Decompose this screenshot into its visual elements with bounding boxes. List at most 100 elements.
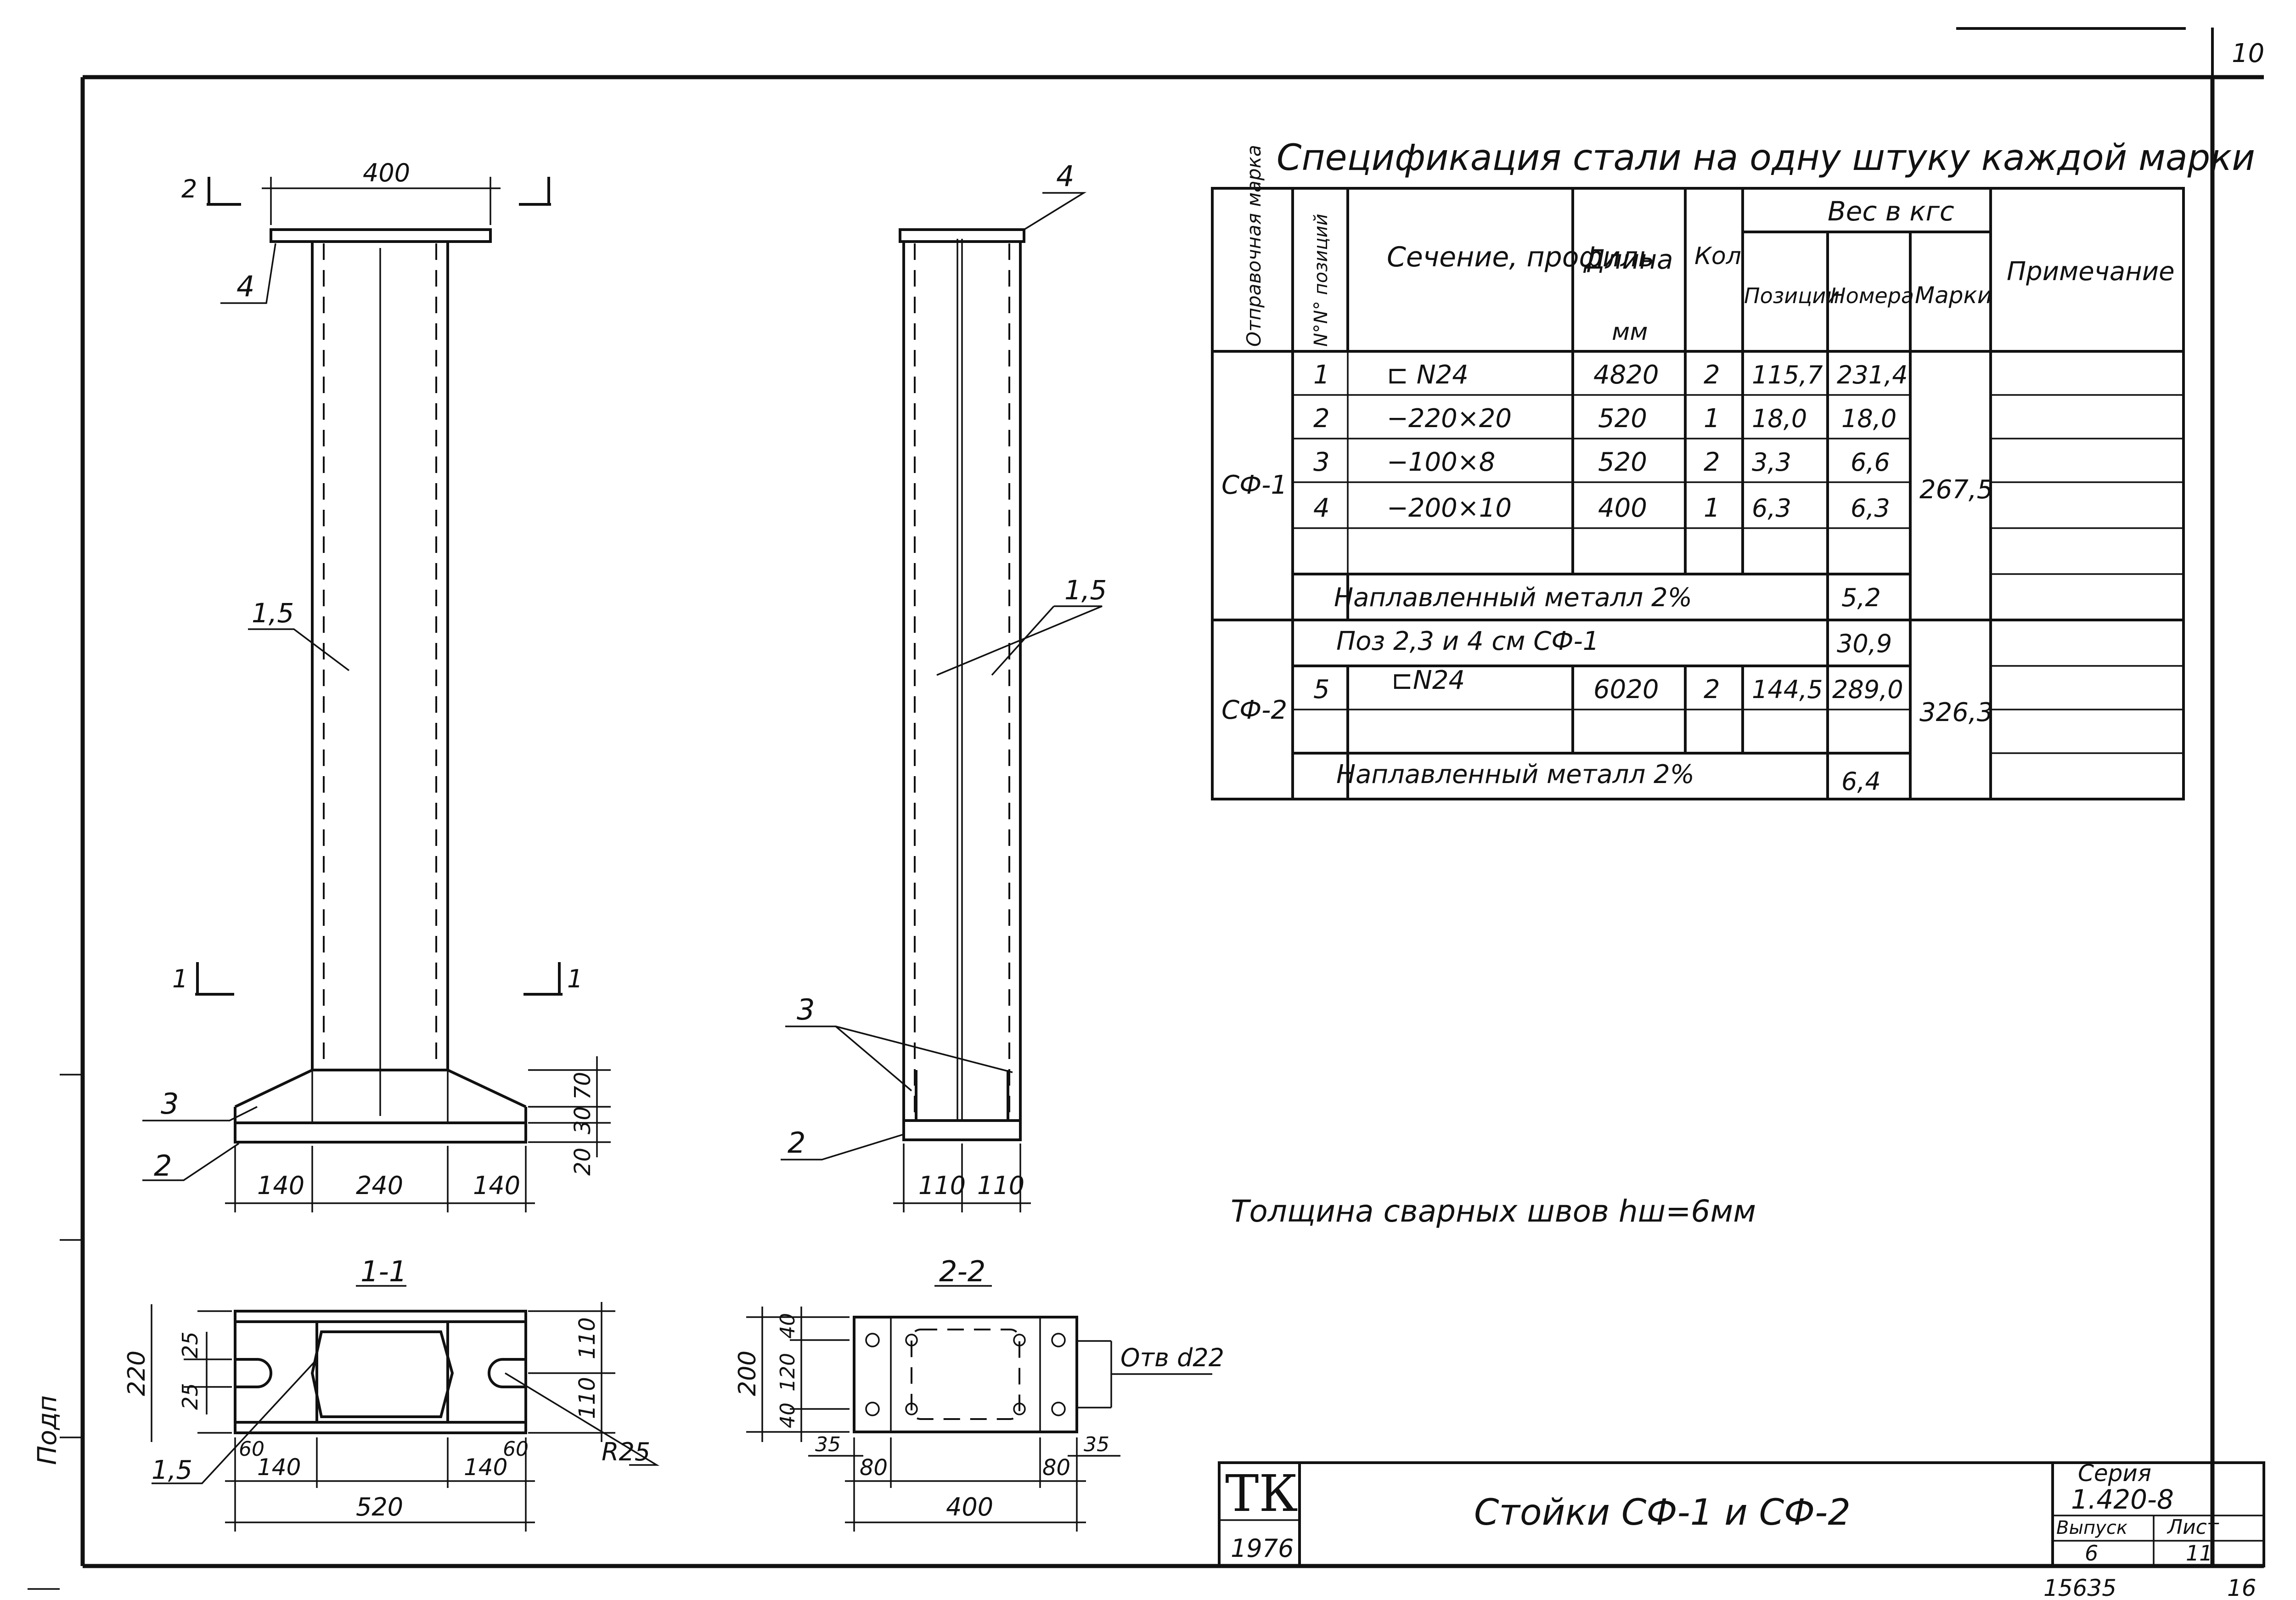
sec2-dim-80a: 80 — [860, 1455, 888, 1481]
sf1-row4-wnum: 6,3 — [1851, 494, 1890, 523]
sheet-frame — [28, 27, 2264, 1590]
header-w-pos: Позиции — [1744, 283, 1840, 308]
sf1-row4-section: −200×10 — [1387, 493, 1512, 523]
sf1-row1-qty: 2 — [1704, 360, 1720, 390]
sf1-row1-length: 4820 — [1593, 360, 1659, 390]
section-2-2-title: 2-2 — [939, 1255, 985, 1288]
sf2-mark: СФ-2 — [1221, 695, 1287, 725]
header-length: Длина — [1583, 244, 1673, 275]
sf1-row4-wpos: 6,3 — [1752, 494, 1791, 523]
series-label: Серия — [2078, 1460, 2151, 1487]
sec1-label-r25: R25 — [602, 1437, 650, 1466]
sf1-row2-wnum: 18,0 — [1841, 404, 1896, 433]
sec2-dim-40a: 40 — [776, 1313, 799, 1339]
header-w-mark: Марки — [1915, 282, 1992, 309]
sf1-row3-wnum: 6,6 — [1851, 448, 1890, 477]
sf1-weld-value: 5,2 — [1841, 583, 1881, 612]
sf2-row-pos: 5 — [1313, 675, 1330, 704]
sec1-dim-60b: 60 — [503, 1437, 529, 1461]
right-dim-70: 70 — [570, 1072, 596, 1100]
weld-thickness-note: Толщина сварных швов hш=6мм — [1231, 1194, 1756, 1229]
tk-logo: ТК — [1225, 1464, 1298, 1523]
sec2-dim-35b: 35 — [1084, 1433, 1109, 1456]
series-value: 1.420-8 — [2071, 1484, 2174, 1515]
part-15-label: 1,5 — [252, 597, 294, 629]
left-margin-text: Подп — [33, 1395, 62, 1465]
sf1-row3-section: −100×8 — [1387, 447, 1495, 477]
sheet-value: 11 — [2186, 1541, 2213, 1566]
sf1-row2-pos: 2 — [1313, 404, 1330, 434]
sf1-row1-wpos: 115,7 — [1752, 361, 1823, 389]
right-dim-20: 20 — [570, 1148, 596, 1176]
header-length-unit: мм — [1612, 318, 1648, 346]
section-1-1 — [151, 1285, 660, 1532]
header-weight: Вес в кгс — [1828, 196, 1954, 227]
sf1-row4-qty: 1 — [1704, 493, 1720, 523]
right-dim-30: 30 — [570, 1106, 596, 1134]
header-qty: Кол — [1694, 242, 1741, 270]
issue-value: 6 — [2085, 1541, 2098, 1566]
side-dim-left: 110 — [918, 1171, 966, 1200]
sf1-total: 267,5 — [1919, 475, 1993, 505]
sec1-dim-60a: 60 — [239, 1437, 264, 1461]
side-part-3-label: 3 — [797, 993, 815, 1026]
sf2-ref-text: Поз 2,3 и 4 см СФ-1 — [1336, 626, 1599, 656]
sec1-dim-220: 220 — [123, 1351, 151, 1396]
section-2-marker-left: 2 — [181, 175, 197, 203]
base-dim-right: 140 — [473, 1171, 520, 1200]
sec1-dim-520: 520 — [356, 1493, 403, 1521]
sf1-weld-text: Наплавленный металл 2% — [1334, 583, 1692, 613]
spec-title: Спецификация стали на одну штуку каждой … — [1277, 137, 2255, 179]
sf1-row3-length: 520 — [1598, 447, 1647, 477]
sf2-weld-text: Наплавленный металл 2% — [1336, 760, 1694, 789]
side-part-4-label: 4 — [1056, 159, 1074, 193]
side-dim-right: 110 — [977, 1171, 1024, 1200]
sec1-dim-25a: 25 — [178, 1331, 203, 1358]
spec-table — [1211, 187, 2185, 800]
sheet-label: Лист — [2167, 1515, 2219, 1539]
sf1-row3-wpos: 3,3 — [1752, 448, 1791, 477]
part-2-label: 2 — [154, 1149, 172, 1183]
sec2-dim-40b: 40 — [776, 1403, 799, 1428]
sf1-row2-section: −220×20 — [1387, 404, 1512, 434]
base-dim-mid: 240 — [356, 1171, 403, 1200]
sf1-row3-qty: 2 — [1704, 447, 1720, 477]
bolt-holes — [865, 1333, 1066, 1416]
sf2-row-qty: 2 — [1704, 675, 1720, 704]
sf1-row4-length: 400 — [1598, 493, 1647, 523]
sf2-row-length: 6020 — [1593, 675, 1659, 704]
sec1-label-15: 1,5 — [152, 1455, 192, 1485]
title-year: 1976 — [1231, 1534, 1294, 1563]
title-block — [1218, 1461, 2265, 1567]
sec2-dim-200: 200 — [734, 1351, 761, 1396]
sec2-dim-120: 120 — [776, 1353, 799, 1392]
sec1-dim-110b: 110 — [574, 1377, 600, 1419]
sec2-dim-400: 400 — [946, 1493, 993, 1521]
sec1-dim-140a: 140 — [257, 1454, 301, 1481]
sf2-row-wnum: 289,0 — [1832, 675, 1903, 704]
header-mark: Отправочная марка — [1243, 145, 1265, 347]
sec2-dim-35a: 35 — [815, 1433, 841, 1456]
sec1-dim-140b: 140 — [464, 1454, 507, 1481]
sf2-ref-value: 30,9 — [1837, 629, 1892, 658]
issue-label: Выпуск — [2056, 1517, 2127, 1538]
part-4-label: 4 — [236, 270, 254, 303]
section-1-marker-left: 1 — [172, 964, 188, 993]
section-1-1-title: 1-1 — [360, 1255, 407, 1288]
front-view — [142, 177, 611, 1212]
header-w-num: Номера — [1830, 283, 1914, 308]
sf1-row1-wnum: 231,4 — [1837, 361, 1908, 389]
sec2-dim-80b: 80 — [1042, 1455, 1070, 1481]
corner-page-number: 10 — [2232, 39, 2264, 68]
sf1-row2-qty: 1 — [1704, 404, 1720, 434]
doc-page: 16 — [2227, 1575, 2257, 1600]
sec1-dim-25b: 25 — [178, 1383, 203, 1410]
sf1-row1-section: ⊏ N24 — [1387, 360, 1469, 390]
sec2-holes-note: Отв d22 — [1120, 1343, 1224, 1372]
doc-number: 15635 — [2043, 1575, 2116, 1600]
header-pos: N°N° позиций — [1311, 214, 1332, 347]
sf1-row2-wpos: 18,0 — [1752, 404, 1807, 433]
front-width-dim: 400 — [363, 158, 410, 187]
header-section: Сечение, профиль — [1387, 241, 1654, 273]
